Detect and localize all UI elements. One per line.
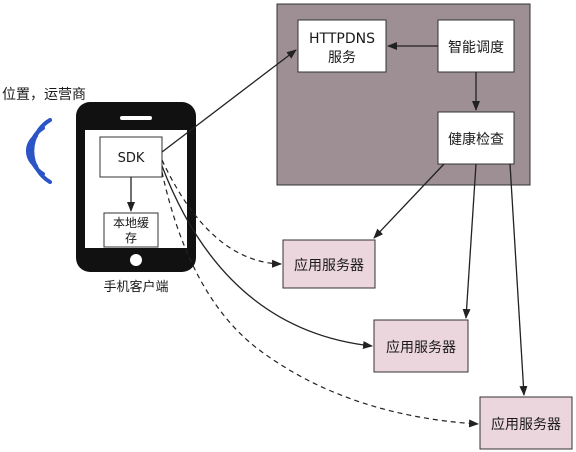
phone-home-button [130,254,142,266]
health-to-server-1-arrow [373,163,445,239]
phone-caption: 手机客户端 [103,279,168,295]
scheduler-label: 智能调度 [448,40,504,56]
phone-speaker [120,116,152,120]
httpdns-label-line1: HTTPDNS [309,31,375,47]
app-server-3-label: 应用服务器 [491,416,561,433]
health-check-node: 健康检查 [437,111,515,165]
local-cache-box [103,212,159,248]
sdk-to-httpdns-arrow [161,49,297,153]
location-carrier-label: 位置，运营商 [2,87,86,103]
phone-to-server-3-dashed-arrow [161,171,479,428]
sdk-box [99,136,163,178]
phone-client: SDK 本地缓 存 [76,102,196,272]
app-server-1-label: 应用服务器 [294,257,364,274]
local-cache-label-line1: 本地缓 [113,216,149,230]
phone-to-server-1-dashed-arrow [161,159,282,268]
phone-to-server-2-arrow [161,165,373,349]
app-server-3: 应用服务器 [479,396,573,450]
httpdns-label-line2: 服务 [328,50,356,66]
app-server-2-label: 应用服务器 [386,339,456,356]
sdk-label: SDK [118,151,145,166]
app-server-1: 应用服务器 [282,239,376,289]
wireless-signal-icon [26,118,52,184]
local-cache-label-line2: 存 [125,231,137,245]
smart-scheduler-node: 智能调度 [437,19,515,73]
health-to-server-3-arrow [509,163,528,396]
health-to-server-2-arrow [462,163,477,319]
app-server-2: 应用服务器 [373,319,469,373]
httpdns-service-node: HTTPDNS 服务 [297,19,387,73]
health-check-label: 健康检查 [448,131,504,148]
